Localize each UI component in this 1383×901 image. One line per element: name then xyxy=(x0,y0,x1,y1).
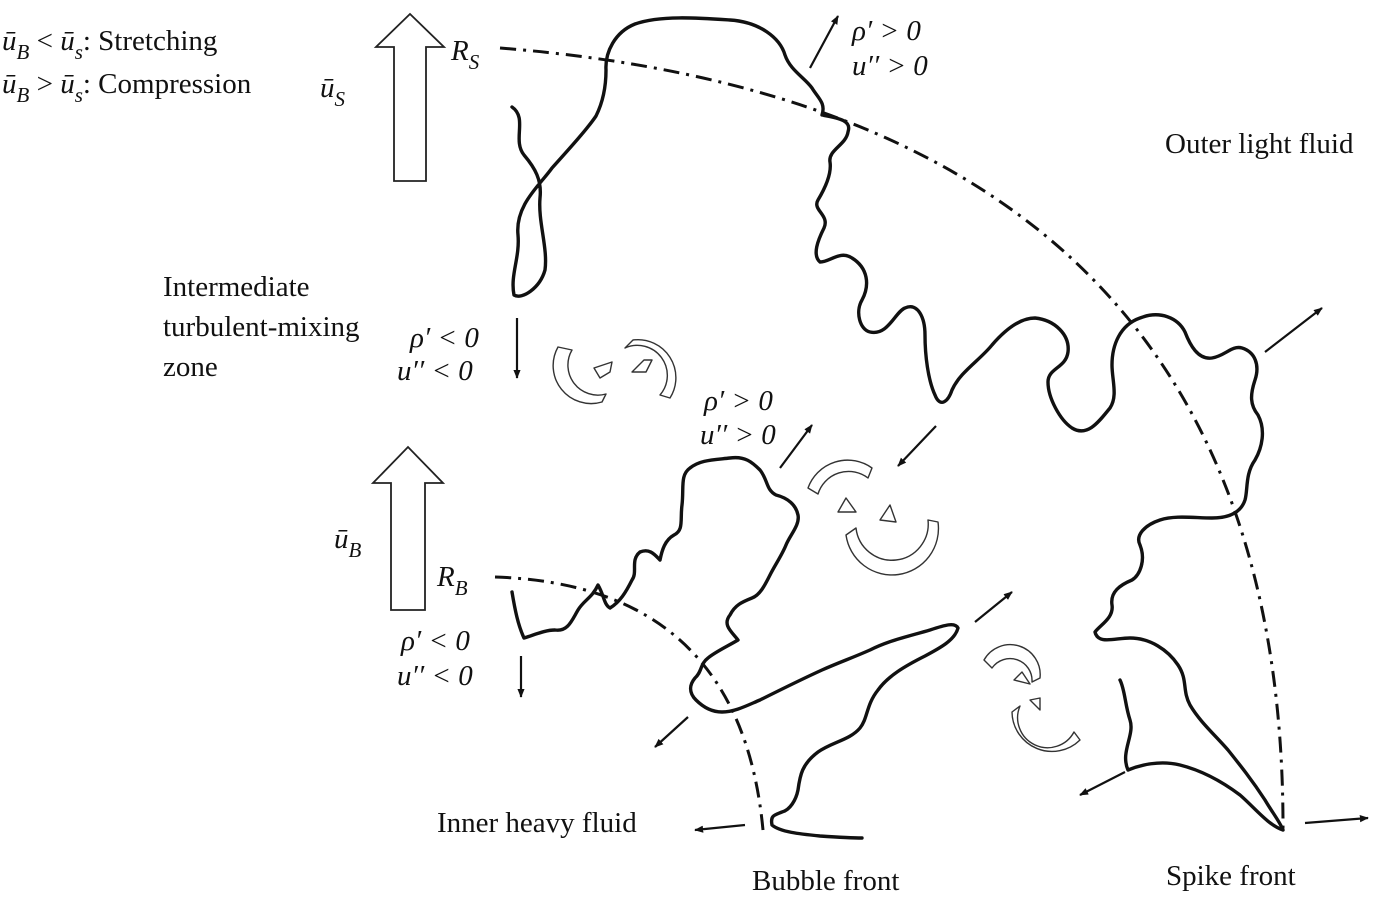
r-b-label: RB xyxy=(436,561,468,600)
bubble-front-arc xyxy=(494,575,765,831)
outer-fluid-label: Outer light fluid xyxy=(1165,128,1354,160)
u-neg-mid: u′′ < 0 xyxy=(397,355,473,387)
u-s-label: ūS xyxy=(320,72,346,111)
rho-neg-lower: ρ′ < 0 xyxy=(400,625,470,657)
arrow-spike-front xyxy=(1304,815,1369,825)
u-pos-mid: u′′ > 0 xyxy=(700,419,776,451)
eddy-middle xyxy=(807,459,940,576)
mixing-zone-label-1: Intermediate xyxy=(163,271,310,303)
arrow-bubble-front xyxy=(694,823,746,833)
arrow-lower-inward xyxy=(654,716,689,748)
bubble-velocity-arrow xyxy=(370,445,446,611)
eddy-top xyxy=(552,338,677,405)
spike-velocity-arrow xyxy=(373,12,447,182)
svg-text:ūB > ūs: Compression: ūB > ūs: Compression xyxy=(2,68,252,107)
arrow-right-outward xyxy=(1264,307,1323,353)
arrow-spike-inward xyxy=(1079,771,1126,796)
inner-fluid-label: Inner heavy fluid xyxy=(437,807,637,839)
rho-pos-top: ρ′ > 0 xyxy=(851,15,921,47)
mixing-zone-label-2: turbulent-mixing xyxy=(163,311,360,343)
rho-pos-mid: ρ′ > 0 xyxy=(703,385,773,417)
legend: ūB < ūs: Stretching ūB > ūs: Compression xyxy=(2,25,252,107)
arrow-mid-inward xyxy=(897,425,937,467)
legend-compression: : Compression xyxy=(83,68,252,100)
legend-stretching: : Stretching xyxy=(83,25,218,57)
rho-neg-mid: ρ′ < 0 xyxy=(409,322,479,354)
spike-front-label: Spike front xyxy=(1166,860,1296,892)
bubble-front-label: Bubble front xyxy=(752,865,899,897)
r-s-label: RS xyxy=(450,35,480,74)
eddy-lower xyxy=(983,643,1081,753)
mixing-zone-label-3: zone xyxy=(163,351,218,383)
lower-interface-curve xyxy=(510,455,960,840)
u-neg-lower: u′′ < 0 xyxy=(397,660,473,692)
arrow-lower-outward xyxy=(974,591,1013,623)
arrow-mid-outward xyxy=(779,424,813,469)
svg-text:ūB < ūs: Stretching: ūB < ūs: Stretching xyxy=(2,25,217,64)
u-pos-top: u′′ > 0 xyxy=(852,50,928,82)
arrow-top-outward xyxy=(809,15,839,69)
spike-front-arc xyxy=(499,46,1285,831)
upper-interface-curve xyxy=(510,16,1285,832)
u-b-label: ūB xyxy=(334,523,362,562)
